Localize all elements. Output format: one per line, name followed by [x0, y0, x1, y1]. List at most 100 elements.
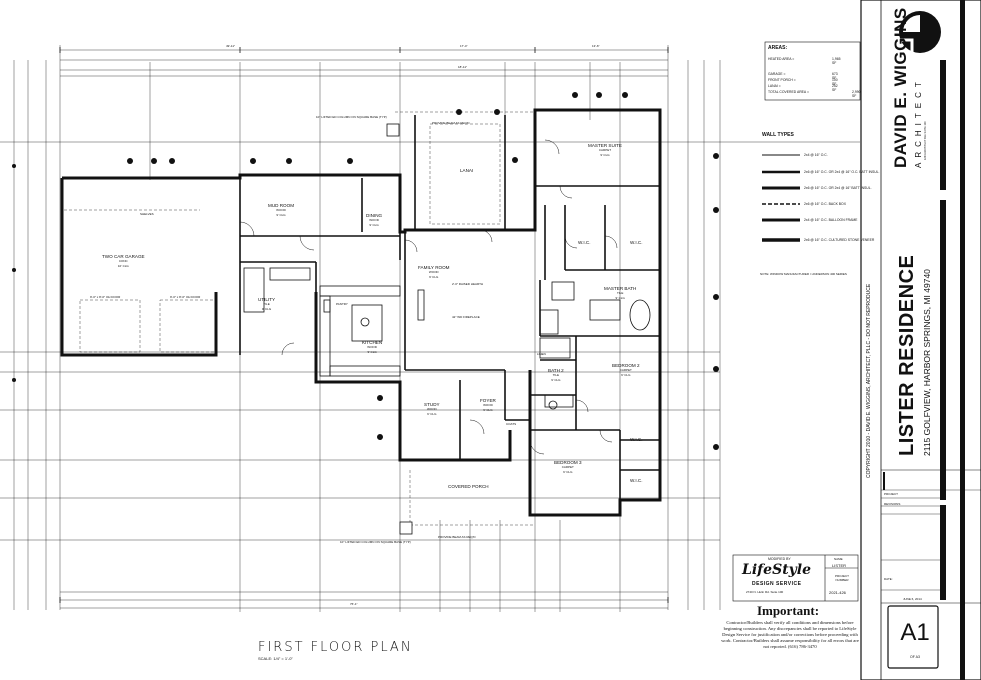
room-name: TWO CAR GARAGE — [102, 254, 145, 259]
room-name: BATH 2 — [548, 368, 564, 373]
stamp-name-label: NAME — [834, 557, 843, 561]
plan-scale: SCALE: 1/4" = 1'-0" — [258, 656, 293, 661]
area-label: LANAI = — [768, 84, 781, 88]
room-ceiling: 9' CLG — [563, 470, 573, 474]
important-body: Contractor/Builders shall verify all con… — [721, 620, 859, 649]
wall-type-label: 2x6 @ 16" O.C. OR 2x4 @ 16" BATT INSUL. — [804, 186, 872, 190]
important-heading: Important: — [756, 603, 820, 618]
stamp-modified-by: MODIFIED BY — [768, 557, 791, 561]
note-beam-bottom: PROVIDE BEAM AS REQ'D — [438, 535, 476, 539]
area-label: TOTAL COVERED AREA = — [768, 90, 809, 94]
room-wic2: W.I.C. — [630, 240, 643, 245]
title-block-frame — [860, 0, 981, 680]
dim-top-4: 13'-6" — [592, 44, 600, 48]
room-name: BEDROOM 3 — [554, 460, 582, 465]
dim-top-2: 17'-4" — [460, 44, 468, 48]
date-value: JUNE 6, 2014 — [903, 597, 922, 601]
room-ceiling: 9' CLG — [429, 275, 439, 279]
room-floor: WOOD — [428, 270, 439, 274]
room-floor: WOOD — [426, 407, 437, 411]
room-name: FAMILY ROOM — [418, 265, 450, 270]
project-address: 2115 GOLFVIEW, HARBOR SPRINGS, MI 49740 — [922, 269, 932, 456]
room-name: BEDROOM 2 — [612, 363, 640, 368]
note-post-bottom: 10" LIFTED ED COLUMN ON SQUARE BASE (TYP… — [340, 540, 411, 544]
room-ceiling: 9' CLG — [615, 296, 625, 300]
room-floor: TILE — [617, 291, 624, 295]
room-floor: WOOD — [369, 218, 379, 222]
note-linen: LINEN — [537, 352, 546, 356]
sheet-total: OF A3 — [910, 655, 920, 659]
stamp-project-label: PROJECT NUMBER — [834, 574, 849, 582]
room-floor: WOOD — [483, 403, 493, 407]
room-floor: CARPET — [598, 148, 612, 152]
room-floor: WOOD — [276, 208, 286, 212]
room-name: W.I.C. — [630, 437, 643, 442]
stamp-name-value: LISTER — [832, 563, 847, 568]
area-row: HEATED AREA = 1,965 SF — [768, 57, 841, 65]
design-stamp-frame — [732, 554, 859, 602]
architect-address: 1234 ARCHITECT AVE SUITE 100 — [924, 121, 927, 160]
architect-name: DAVID E. WIGGINS — [891, 7, 910, 168]
room-name: W.I.C. — [578, 240, 591, 245]
sheet-number: A1 — [900, 619, 930, 646]
copyright-note: COPYRIGHT 2010 - DAVID E. WIGGINS, ARCHI… — [866, 283, 872, 478]
area-label: GARAGE = — [768, 72, 786, 76]
wall-types-title: WALL TYPES — [762, 132, 794, 138]
wall-type-label: 2x4 @ 16" O.C. — [804, 153, 828, 157]
room-name: LANAI — [460, 168, 474, 173]
architect-logo-icon — [899, 11, 941, 53]
areas-title: AREAS: — [768, 45, 788, 51]
room-floor: CONC — [118, 259, 128, 263]
date-label: DATE: — [884, 577, 893, 581]
room-floor: TILE — [263, 302, 270, 306]
room-ceiling: 9' CLG — [621, 373, 631, 377]
room-lanai: LANAI — [460, 168, 473, 173]
room-porch: COVERED PORCH — [448, 484, 489, 489]
room-ceiling: 9' CLG — [369, 223, 379, 227]
plan-title: FIRST FLOOR PLAN — [258, 640, 413, 655]
room-ceiling: 9' CLG — [427, 412, 437, 416]
note-beam-top: PROVIDE BEAM AS REQ'D — [432, 121, 470, 125]
room-floor: CARPET — [619, 368, 632, 372]
room-floor: WOOD — [367, 345, 377, 349]
room-name: UTILITY — [258, 297, 276, 302]
wall-type-label: 2x6 @ 16" O.C. CULTURED STONE VENEER — [804, 238, 875, 242]
room-ceiling: 9' CLG — [551, 378, 561, 382]
area-value: 673 SF — [832, 72, 838, 80]
stamp-logo: LifeStyle — [742, 562, 812, 578]
room-name: COVERED PORCH — [448, 484, 489, 489]
stamp-contact: 2740 N. Hulin Rd. Suite 100 — [746, 590, 784, 594]
room-ceiling: 9' CLG — [367, 350, 377, 354]
area-value: 252 SF — [832, 84, 838, 92]
note-shelf: SHELVES — [140, 212, 154, 216]
architect-word: ARCHITECT — [914, 77, 923, 168]
area-value: 2,990 SF — [852, 90, 861, 98]
note-pantry: PANTRY — [336, 302, 348, 306]
area-row: FRONT PORCH = 100 SF — [768, 78, 838, 86]
room-name: W.I.C. — [630, 240, 643, 245]
note-post-top: 10" LIFTED ED COLUMN ON SQUARE BASE (TYP… — [316, 115, 387, 119]
room-floor: TILE — [552, 373, 560, 377]
note-window: NOTE: WINDOW MANUFACTURER = ANDERSON 400… — [760, 272, 847, 276]
room-name: FOYER — [480, 398, 496, 403]
area-label: HEATED AREA = — [768, 57, 795, 61]
dim-top-1: 49'-11" — [226, 44, 236, 48]
room-name: MUD ROOM — [268, 203, 295, 208]
room-name: STUDY — [424, 402, 440, 407]
room-ceiling: 10' CLG — [117, 264, 129, 268]
project-label: PROJECT — [884, 492, 899, 496]
project-name: LISTER RESIDENCE — [896, 254, 918, 456]
